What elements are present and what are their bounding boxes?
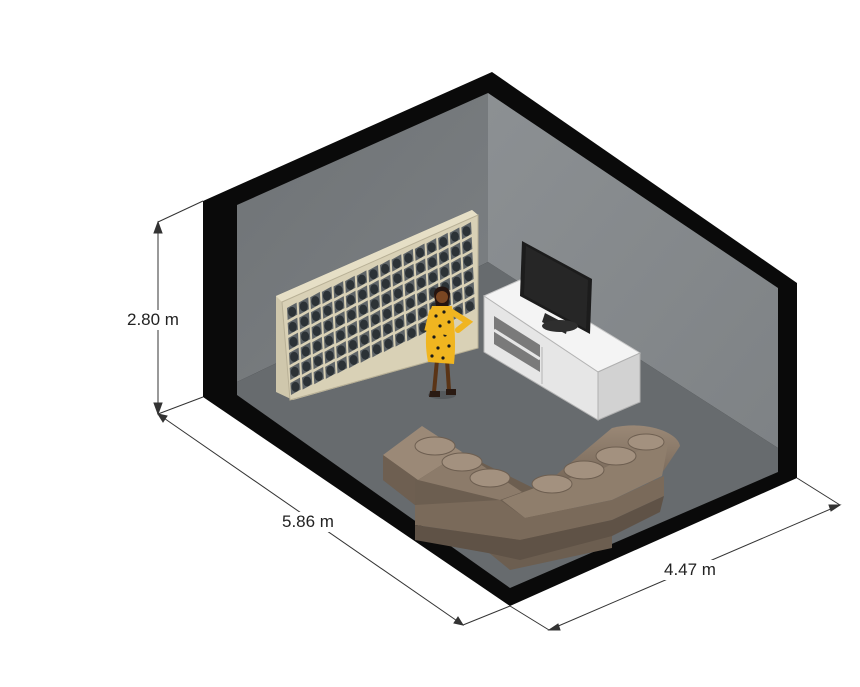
shelf-item bbox=[358, 289, 367, 300]
person bbox=[424, 286, 474, 399]
shelf-item bbox=[452, 276, 461, 287]
shelf-item bbox=[407, 313, 416, 324]
shelf-item bbox=[464, 271, 473, 282]
shelf-item bbox=[323, 290, 332, 301]
shelf-item bbox=[406, 298, 415, 309]
shelf-item bbox=[382, 293, 391, 304]
shelf-item bbox=[394, 303, 403, 314]
shelf-item bbox=[302, 361, 311, 372]
width-dimension-label: 4.47 m bbox=[661, 560, 719, 580]
shelf-item bbox=[404, 253, 413, 264]
shelf-item bbox=[349, 354, 358, 365]
shelf-item bbox=[462, 226, 471, 237]
shelf-item bbox=[371, 314, 380, 325]
shelf-item bbox=[393, 273, 402, 284]
shelf-item bbox=[396, 333, 405, 344]
shelf-item bbox=[451, 246, 460, 257]
shelf-item bbox=[418, 292, 427, 303]
shelf-item bbox=[290, 366, 299, 377]
shelf-item bbox=[313, 341, 322, 352]
shelf-item bbox=[314, 371, 323, 382]
shelf-item bbox=[290, 351, 299, 362]
shelf-item bbox=[348, 324, 357, 335]
shelf-item bbox=[348, 339, 357, 350]
shelf-item bbox=[326, 365, 335, 376]
shelf-item bbox=[453, 291, 462, 302]
shelf-item bbox=[440, 266, 449, 277]
shelf-item bbox=[346, 294, 355, 305]
shelf-item bbox=[428, 257, 437, 268]
shelf-item bbox=[361, 349, 370, 360]
shelf-item bbox=[383, 323, 392, 334]
shelf-item bbox=[288, 306, 297, 317]
shelf-item bbox=[465, 286, 474, 297]
shelf-item bbox=[407, 328, 416, 339]
shelf-item bbox=[416, 262, 425, 273]
shelf-item bbox=[325, 335, 334, 346]
shelf-item bbox=[324, 320, 333, 331]
shelf-item bbox=[465, 301, 474, 312]
shelf-item bbox=[359, 319, 368, 330]
shelf-item bbox=[405, 283, 414, 294]
shelf-item bbox=[288, 321, 297, 332]
shelf-item bbox=[463, 256, 472, 267]
shelf-item bbox=[369, 269, 378, 280]
shelf-item bbox=[347, 309, 356, 320]
shelf-item bbox=[381, 278, 390, 289]
shelf-item bbox=[312, 326, 321, 337]
shelf-item bbox=[383, 308, 392, 319]
shelf-item bbox=[301, 331, 310, 342]
shelf-item bbox=[299, 301, 308, 312]
sectional-sofa bbox=[383, 425, 680, 570]
shelf-item bbox=[346, 279, 355, 290]
shelf-item bbox=[337, 360, 346, 371]
shelf-item bbox=[417, 277, 426, 288]
shelf-item bbox=[360, 334, 369, 345]
shelf-item bbox=[334, 285, 343, 296]
shelf-item bbox=[370, 299, 379, 310]
shelf-item bbox=[337, 345, 346, 356]
shelf-item bbox=[289, 336, 298, 347]
shelf-item bbox=[291, 381, 300, 392]
shelf-item bbox=[463, 241, 472, 252]
shelf-item bbox=[335, 300, 344, 311]
shelf-item bbox=[357, 274, 366, 285]
shelf-item bbox=[323, 305, 332, 316]
shelf-item bbox=[395, 318, 404, 329]
shelf-item bbox=[405, 268, 414, 279]
shelf-item bbox=[392, 258, 401, 269]
shelf-item bbox=[300, 316, 309, 327]
shelf-item bbox=[384, 338, 393, 349]
shelf-item bbox=[311, 296, 320, 307]
shelf-item bbox=[335, 315, 344, 326]
shelf-item bbox=[416, 247, 425, 258]
shelf-item bbox=[428, 272, 437, 283]
shelf-item bbox=[359, 304, 368, 315]
shelf-item bbox=[394, 288, 403, 299]
shelf-item bbox=[381, 263, 390, 274]
shelf-item bbox=[312, 311, 321, 322]
shelf-item bbox=[452, 261, 461, 272]
shelf-item bbox=[450, 231, 459, 242]
height-dimension-label: 2.80 m bbox=[124, 310, 182, 330]
shelf-item bbox=[336, 330, 345, 341]
shelf-item bbox=[439, 236, 448, 247]
television bbox=[520, 241, 592, 334]
shelf-item bbox=[439, 251, 448, 262]
shelf-item bbox=[372, 329, 381, 340]
shelf-item bbox=[325, 350, 334, 361]
shelf-item bbox=[301, 346, 310, 357]
shelf-item bbox=[418, 307, 427, 318]
length-dimension-label: 5.86 m bbox=[279, 512, 337, 532]
shelving-unit bbox=[276, 210, 479, 401]
shelf-item bbox=[303, 376, 312, 387]
back-wall bbox=[488, 93, 778, 448]
shelf-item bbox=[370, 284, 379, 295]
shelf-item bbox=[427, 242, 436, 253]
shelf-item bbox=[372, 344, 381, 355]
shelf-item bbox=[314, 356, 323, 367]
